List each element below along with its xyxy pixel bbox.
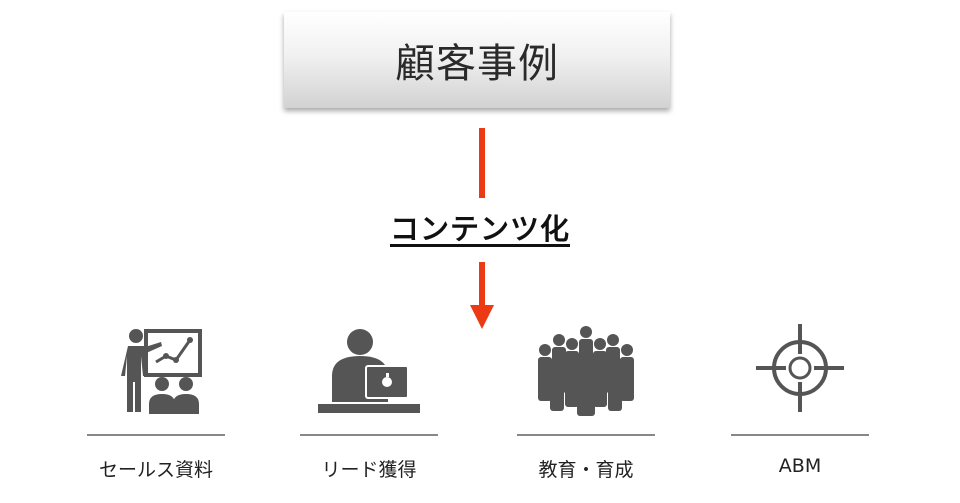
item-divider [731, 434, 869, 436]
crosshair-target-icon [731, 318, 869, 418]
item-label-lead-acquisition: リード獲得 [321, 459, 417, 481]
arrow-upper-line [479, 128, 485, 198]
item-divider [87, 434, 225, 436]
arrow-lower-line [479, 262, 485, 308]
item-label-education-training: 教育・育成 [538, 459, 634, 481]
item-label-sales-materials: セールス資料 [98, 459, 213, 481]
item-divider [300, 434, 438, 436]
contentize-label: コンテンツ化 [389, 212, 570, 246]
case-study-title: 顧客事例 [395, 41, 559, 87]
business-people-group-icon [517, 318, 655, 418]
arrow-down-icon [470, 305, 494, 329]
case-study-box: 顧客事例 [284, 12, 670, 108]
presentation-icon [87, 318, 225, 418]
contentize-heading: コンテンツ化 [0, 206, 960, 248]
item-divider [517, 434, 655, 436]
item-label-abm: ABM [778, 455, 822, 477]
laptop-user-icon [300, 318, 438, 418]
